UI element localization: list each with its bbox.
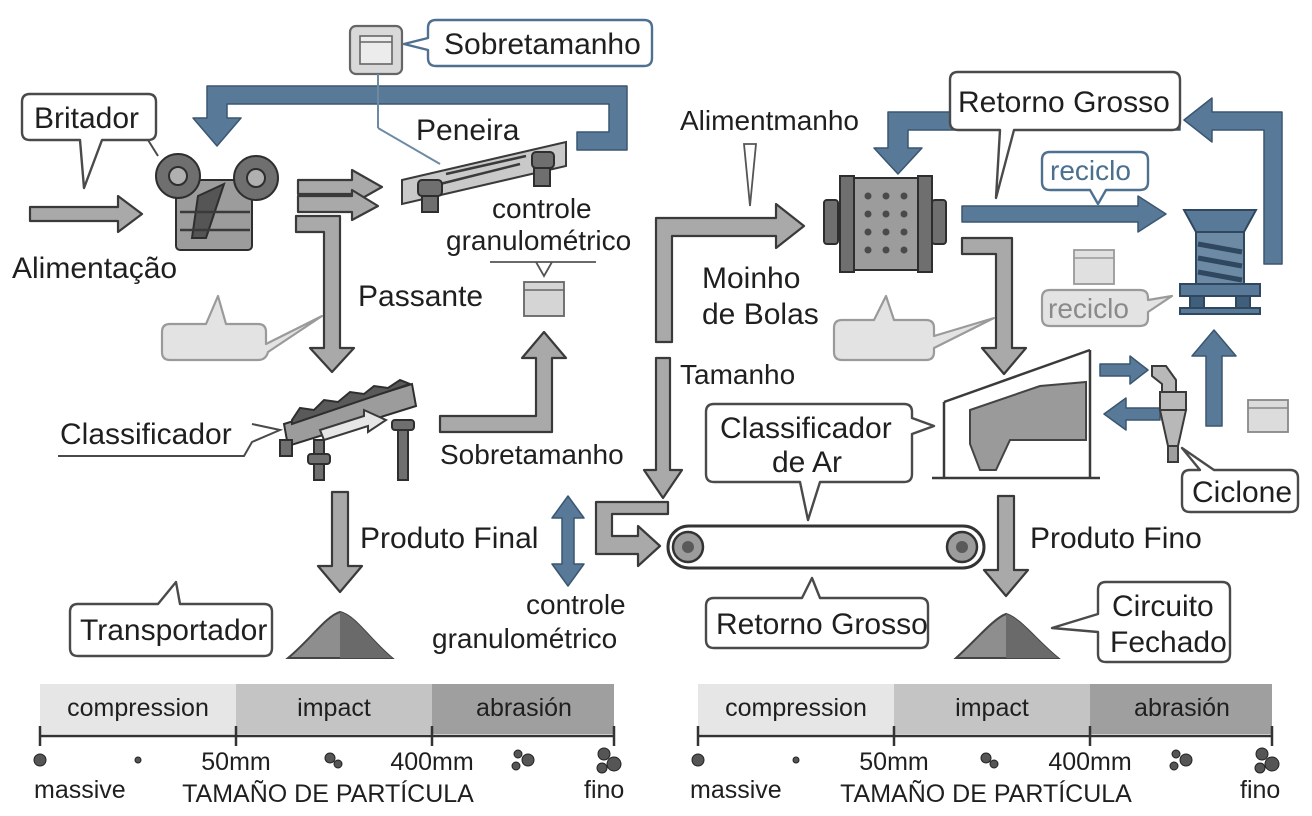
label-ciclone: Ciclone — [1192, 476, 1292, 509]
label-peneira: Peneira — [416, 114, 520, 147]
svg-text:Classificador: Classificador — [720, 412, 892, 445]
screen-box-top — [348, 24, 441, 165]
label-fino: fino — [584, 776, 624, 804]
bidirectional-arrow — [551, 495, 585, 587]
spiral-classifier — [279, 378, 418, 481]
to-conveyor-arrow — [594, 500, 670, 568]
svg-text:Moinho: Moinho — [702, 262, 800, 295]
label-moinho: Moinho de Bolas — [702, 262, 819, 331]
band-impact: impact — [955, 694, 1029, 722]
label-alimentacao: Alimentação — [12, 252, 177, 285]
svg-text:controle: controle — [526, 589, 626, 620]
label-sobretamanho-mid: Sobretamanho — [440, 439, 624, 470]
callout-blank-right — [832, 294, 996, 362]
particle-scale-right: compression impact abrasión 50mm 400mm m… — [690, 684, 1280, 808]
ball-mill — [823, 175, 947, 273]
callout-retorno-grosso-top: Retorno Grosso — [948, 70, 1182, 200]
crusher-to-classifier-arrow — [294, 214, 356, 374]
callout-reciclo-blue: reciclo — [1040, 150, 1150, 206]
callout-retorno-grosso-bottom: Retorno Grosso — [704, 576, 930, 650]
callout-circuito-fechado: Circuito Fechado — [1050, 580, 1232, 664]
svg-text:controle: controle — [492, 193, 592, 224]
cyclone-up-arrow — [1191, 329, 1237, 427]
callout-reciclo-grey: reciclo — [1040, 288, 1174, 328]
label-retorno-grosso-bottom: Retorno Grosso — [716, 608, 928, 641]
classifier-to-cyclone-arrow — [1099, 355, 1149, 385]
label-transportador: Transportador — [80, 614, 267, 647]
fine-product-arrow — [982, 494, 1030, 598]
screen-box-cyclone — [1247, 399, 1289, 433]
vibrating-screen — [401, 140, 567, 213]
label-sobretamanho-top: Sobretamanho — [444, 28, 641, 61]
label-produto-final: Produto Final — [360, 522, 538, 555]
callout-britador: Britador — [20, 92, 159, 190]
jaw-crusher — [155, 153, 279, 251]
callout-ciclone: Ciclone — [1180, 446, 1300, 514]
cyclone — [1151, 365, 1188, 463]
label-classificador: Classificador — [60, 418, 232, 451]
feed-to-mill-arrow — [654, 202, 806, 344]
cone-crusher — [1179, 209, 1261, 315]
band-compression: compression — [725, 694, 867, 722]
svg-text:de Bolas: de Bolas — [702, 298, 819, 331]
callout-transportador: Transportador — [68, 580, 274, 658]
label-controle-top: controle granulométrico — [446, 193, 631, 278]
label-passante: Passante — [358, 280, 483, 313]
label-retorno-grosso-top: Retorno Grosso — [958, 86, 1170, 119]
mill-to-crusher-arrow — [961, 195, 1167, 233]
label-controle-bottom: controle granulométrico — [432, 589, 626, 654]
crusher-to-screen-arrow — [296, 168, 384, 222]
tick-50mm: 50mm — [201, 748, 270, 776]
callout-classificador-ar: Classificador de Ar — [704, 402, 936, 522]
label-britador: Britador — [34, 102, 139, 135]
tick-50mm: 50mm — [859, 748, 928, 776]
callout-sobretamanho-top: Sobretamanho — [402, 18, 654, 68]
svg-text:Alimentmanho: Alimentmanho — [680, 105, 859, 136]
band-abrasion: abrasión — [1134, 694, 1230, 722]
cyclone-to-classifier-arrow — [1103, 397, 1161, 431]
classifier-oversize-up-arrow — [438, 330, 568, 434]
callout-classificador: Classificador — [58, 418, 284, 457]
label-massive: massive — [34, 776, 126, 804]
feed-arrow — [28, 194, 144, 234]
oversize-return-arrow — [192, 85, 628, 151]
band-abrasion: abrasión — [476, 694, 572, 722]
conveyor-belt — [666, 524, 986, 570]
tick-400mm: 400mm — [1048, 748, 1131, 776]
svg-text:granulométrico: granulométrico — [446, 225, 631, 256]
label-fino: fino — [1240, 776, 1280, 804]
svg-text:de Ar: de Ar — [772, 446, 842, 479]
label-massive: massive — [690, 776, 782, 804]
screen-box-right — [1073, 249, 1115, 285]
svg-text:Circuito: Circuito — [1112, 590, 1214, 623]
axis-title: TAMAÑO DE PARTÍCULA — [840, 779, 1132, 808]
screen-box-mid — [523, 281, 565, 317]
label-reciclo-blue: reciclo — [1050, 155, 1131, 186]
fine-product-pile — [953, 612, 1061, 659]
particle-scale-left: compression impact abrasión 50mm 400mm m… — [33, 684, 624, 808]
label-alimentmanho: Alimentmanho — [680, 105, 859, 207]
band-impact: impact — [297, 694, 371, 722]
tick-400mm: 400mm — [390, 748, 473, 776]
mill-to-airclassifier-arrow — [960, 236, 1028, 376]
label-produto-fino: Produto Fino — [1030, 522, 1202, 555]
label-tamanho: Tamanho — [680, 359, 795, 390]
band-compression: compression — [67, 694, 209, 722]
air-classifier — [932, 348, 1100, 480]
label-reciclo-grey: reciclo — [1048, 293, 1129, 324]
callout-blank-left — [160, 294, 324, 362]
axis-title: TAMAÑO DE PARTÍCULA — [182, 779, 474, 808]
final-product-arrow — [316, 490, 364, 594]
final-product-pile — [285, 610, 395, 659]
svg-text:granulométrico: granulométrico — [432, 623, 617, 654]
svg-text:Fechado: Fechado — [1110, 626, 1227, 659]
size-down-arrow — [642, 356, 684, 500]
